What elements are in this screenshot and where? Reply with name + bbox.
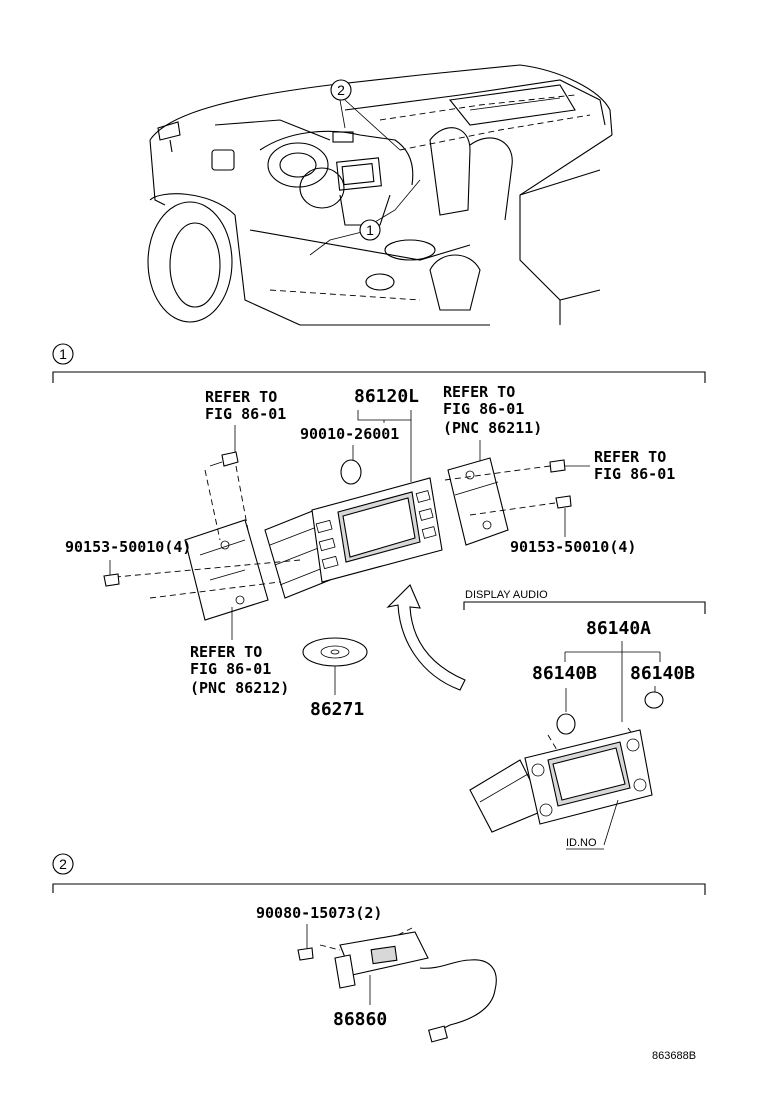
screw-far-right bbox=[549, 459, 566, 473]
vehicle-overview bbox=[147, 64, 613, 326]
display-knob-left bbox=[556, 713, 576, 735]
section-number: 1 bbox=[59, 346, 67, 362]
callout-top-2: 2 bbox=[330, 79, 352, 101]
screw-right bbox=[555, 495, 572, 509]
refer-far-right-line1: REFER TO bbox=[594, 448, 666, 466]
refer-far-right-line2: FIG 86-01 bbox=[594, 465, 675, 483]
screw-left bbox=[103, 573, 120, 587]
display-knob-right bbox=[644, 691, 664, 709]
section-number: 2 bbox=[59, 856, 67, 872]
screw-right-label: 90153-50010(4) bbox=[510, 538, 636, 556]
knob-left-label: 86140B bbox=[532, 663, 597, 684]
callout-top-1: 1 bbox=[359, 219, 381, 241]
diagram-id: 863688B bbox=[652, 1050, 696, 1062]
callout-number: 1 bbox=[366, 222, 374, 238]
refer-left-line1: REFER TO bbox=[205, 388, 277, 406]
refer-bottom-line1: REFER TO bbox=[190, 643, 262, 661]
screw-section2-label: 90080-15073(2) bbox=[256, 904, 382, 922]
disc-part bbox=[302, 637, 368, 695]
display-audio-box bbox=[463, 601, 706, 614]
screw-section2 bbox=[297, 947, 314, 961]
section-1-header: 1 bbox=[52, 343, 706, 383]
screw-top-left bbox=[209, 451, 239, 467]
arrow-icon bbox=[386, 584, 466, 691]
display-audio-label: DISPLAY AUDIO bbox=[465, 589, 548, 601]
refer-bottom-line3: (PNC 86212) bbox=[190, 679, 289, 697]
module-label: 86860 bbox=[333, 1009, 387, 1030]
refer-right-top-line3: (PNC 86211) bbox=[443, 419, 542, 437]
section-2-header: 2 bbox=[52, 853, 706, 895]
callout-number: 2 bbox=[337, 82, 345, 98]
display-unit-label: 86140A bbox=[586, 618, 651, 639]
knob-part bbox=[340, 459, 362, 485]
knob-right-label: 86140B bbox=[630, 663, 695, 684]
refer-right-top-line2: FIG 86-01 bbox=[443, 400, 524, 418]
main-unit-label: 86120L bbox=[354, 386, 419, 407]
knob-label: 90010-26001 bbox=[300, 425, 399, 443]
disc-label: 86271 bbox=[310, 699, 364, 720]
id-no-label: ID.NO bbox=[566, 837, 597, 849]
head-unit-assembly bbox=[104, 457, 556, 621]
refer-right-top-line1: REFER TO bbox=[443, 383, 515, 401]
display-audio-unit bbox=[469, 727, 653, 846]
refer-bottom-line2: FIG 86-01 bbox=[190, 660, 271, 678]
refer-left-line2: FIG 86-01 bbox=[205, 405, 286, 423]
module-86860 bbox=[319, 927, 497, 1043]
screw-left-label: 90153-50010(4) bbox=[65, 538, 191, 556]
